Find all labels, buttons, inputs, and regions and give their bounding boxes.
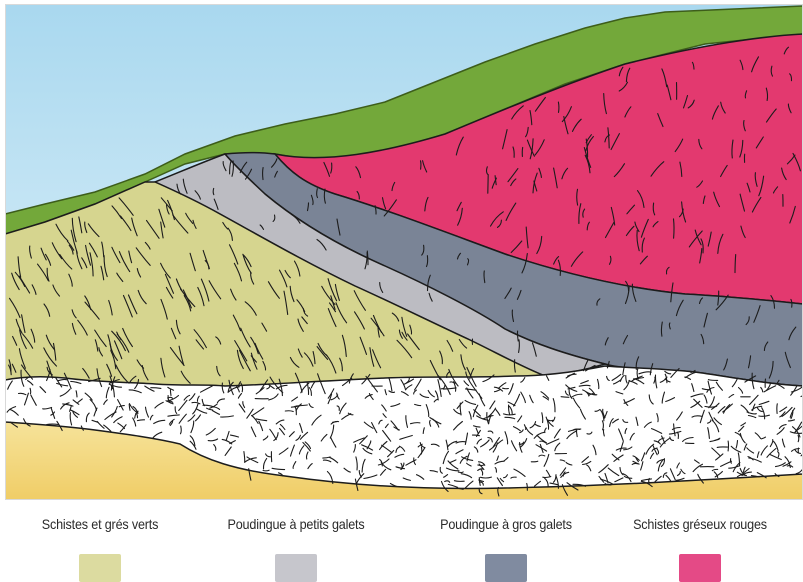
legend-item-red-schist: Schistes gréseux rouges [600, 516, 800, 582]
legend-swatch [679, 554, 721, 582]
legend: Schistes et grés verts Poudingue à petit… [0, 500, 803, 582]
legend-item-fine-conglomerate: Poudingue à petits galets [196, 516, 396, 582]
legend-swatch [485, 554, 527, 582]
cliff-cross-section [5, 4, 803, 500]
legend-swatch [275, 554, 317, 582]
legend-item-green-schist: Schistes et grés verts [0, 516, 200, 582]
legend-label: Schistes et grés verts [10, 516, 190, 532]
legend-label: Poudingue à petits galets [206, 516, 386, 532]
legend-label: Schistes gréseux rouges [610, 516, 790, 532]
legend-label: Poudingue à gros galets [416, 516, 596, 532]
legend-swatch [79, 554, 121, 582]
legend-item-coarse-conglomerate: Poudingue à gros galets [406, 516, 606, 582]
